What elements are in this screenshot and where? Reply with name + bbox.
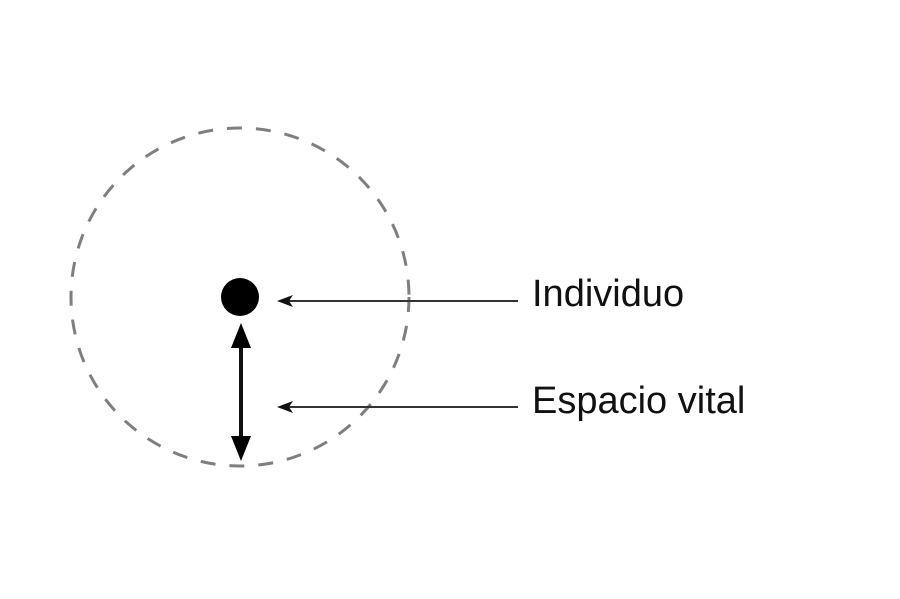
arrowhead-up-icon — [231, 323, 251, 348]
living-space-label: Espacio vital — [532, 380, 746, 422]
living-space-boundary-circle — [69, 126, 411, 468]
individual-label: Individuo — [532, 273, 685, 315]
individual-dot — [221, 278, 259, 316]
arrowhead-left-icon — [277, 401, 293, 413]
radius-double-arrow — [231, 323, 251, 461]
living-space-pointer-arrow — [277, 401, 518, 413]
arrowhead-left-icon — [277, 295, 293, 307]
arrowhead-down-icon — [231, 436, 251, 461]
individual-pointer-arrow — [277, 295, 518, 307]
